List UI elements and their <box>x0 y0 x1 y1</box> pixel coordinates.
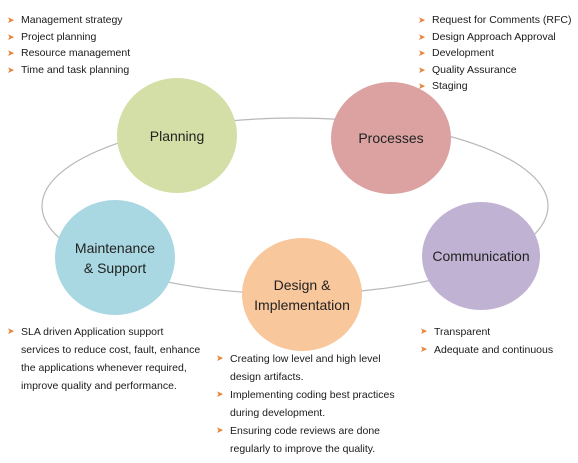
arrow-right-icon: ➤ <box>216 353 224 363</box>
processes-list-text: Development <box>432 47 494 59</box>
arrow-right-icon: ➤ <box>418 15 426 25</box>
communication-list: ➤ Transparent ➤ Adequate and continuous <box>420 323 578 359</box>
planning-list-text: Management strategy <box>21 14 123 26</box>
communication-label: Communication <box>432 248 530 264</box>
design-node: Design & Implementation <box>242 238 362 351</box>
maintenance-list-item: ➤ SLA driven Application support services… <box>7 323 203 395</box>
planning-label: Planning <box>149 127 205 144</box>
design-list: ➤ Creating low level and high level desig… <box>216 350 406 458</box>
design-list-text: Creating low level and high level design… <box>230 353 381 383</box>
design-list-item: ➤ Ensuring code reviews are done regularl… <box>216 422 406 458</box>
processes-list: ➤ Request for Comments (RFC) ➤ Design Appro… <box>418 12 578 95</box>
maintenance-list: ➤ SLA driven Application support services… <box>7 323 203 395</box>
arrow-right-icon: ➤ <box>7 64 15 75</box>
processes-list-item: ➤ Design Approach Approval <box>418 29 578 46</box>
processes-label: Processes <box>358 130 424 146</box>
arrow-right-icon: ➤ <box>418 31 426 42</box>
design-list-item: ➤ Creating low level and high level desig… <box>216 350 406 386</box>
processes-node: Processes <box>331 82 451 194</box>
arrow-right-icon: ➤ <box>7 48 15 58</box>
arrow-right-icon: ➤ <box>420 344 428 354</box>
processes-list-item: ➤ Development <box>418 45 578 62</box>
maintenance-node: Maintenance & Support <box>55 200 175 315</box>
design-list-text: Implementing coding best practices durin… <box>230 389 395 419</box>
planning-list-text: Project planning <box>21 30 97 43</box>
design-list-text: Ensuring code reviews are done regularly… <box>230 425 381 455</box>
communication-node: Communication <box>422 202 540 310</box>
communication-list-item: ➤ Transparent <box>420 323 578 341</box>
arrow-right-icon: ➤ <box>418 81 426 91</box>
arrow-right-icon: ➤ <box>7 326 15 336</box>
processes-list-text: Request for Comments (RFC) <box>432 14 572 26</box>
arrow-right-icon: ➤ <box>420 326 428 336</box>
processes-list-item: ➤ Quality Assurance <box>418 62 578 79</box>
maintenance-list-text: SLA driven Application support services … <box>21 326 201 392</box>
planning-list-item: ➤ Time and task planning <box>7 62 177 79</box>
arrow-right-icon: ➤ <box>418 48 426 58</box>
arrow-right-icon: ➤ <box>7 15 15 25</box>
communication-list-text: Adequate and continuous <box>434 344 554 356</box>
planning-list-item: ➤ Project planning <box>7 29 177 46</box>
communication-list-text: Transparent <box>434 326 491 338</box>
design-label: Design & Implementation <box>254 276 350 313</box>
processes-list-text: Staging <box>432 80 468 92</box>
design-list-item: ➤ Implementing coding best practices duri… <box>216 386 406 422</box>
arrow-right-icon: ➤ <box>216 425 224 435</box>
communication-list-item: ➤ Adequate and continuous <box>420 341 578 359</box>
processes-list-text: Design Approach Approval <box>432 30 556 43</box>
planning-list-item: ➤ Resource management <box>7 45 177 62</box>
planning-list-text: Time and task planning <box>21 63 130 76</box>
arrow-right-icon: ➤ <box>7 31 15 42</box>
arrow-right-icon: ➤ <box>216 389 224 399</box>
maintenance-label: Maintenance & Support <box>74 239 156 276</box>
planning-list: ➤ Management strategy ➤ Project planning ➤ Re… <box>7 12 177 78</box>
arrow-right-icon: ➤ <box>418 64 426 75</box>
planning-list-text: Resource management <box>21 47 131 59</box>
planning-list-item: ➤ Management strategy <box>7 12 177 29</box>
processes-list-item: ➤ Request for Comments (RFC) <box>418 12 578 29</box>
processes-list-text: Quality Assurance <box>432 63 517 76</box>
planning-node: Planning <box>117 78 237 193</box>
processes-list-item: ➤ Staging <box>418 78 578 95</box>
